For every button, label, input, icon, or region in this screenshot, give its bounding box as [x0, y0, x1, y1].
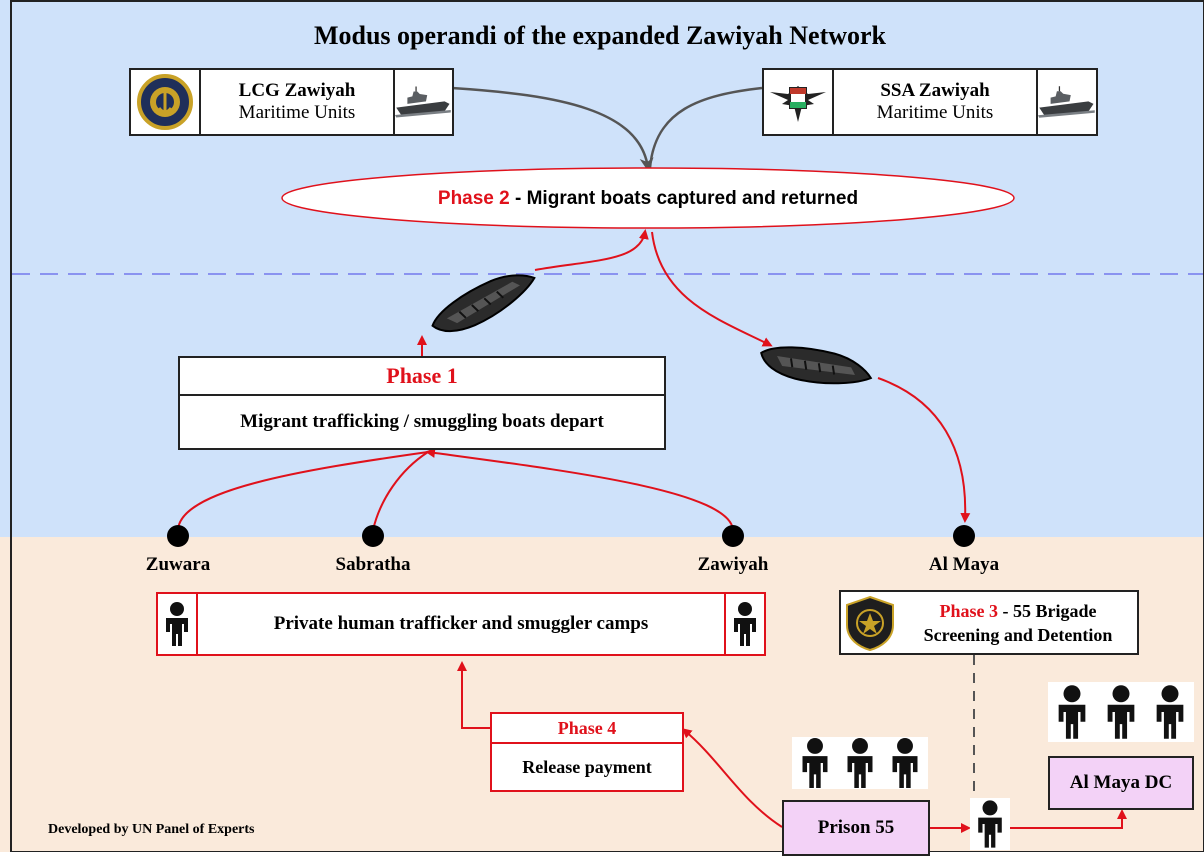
phase-3-desc: Screening and Detention — [923, 624, 1113, 645]
phase-4-name: Phase 4 — [492, 714, 682, 744]
person-icon — [1058, 685, 1086, 739]
ssa-unit-name: SSA Zawiyah — [880, 80, 990, 101]
city-label-al-maya: Al Maya — [928, 554, 1000, 575]
credit-text: Developed by UN Panel of Experts — [48, 822, 255, 837]
phase-3-title: - 55 Brigade — [1002, 600, 1097, 621]
person-icon — [1156, 685, 1183, 739]
camps-box: Private human trafficker and smuggler ca… — [156, 592, 766, 656]
city-label-zawiyah: Zawiyah — [697, 554, 769, 575]
phase-3-label: Phase 3 - 55 Brigade Screening and Deten… — [899, 592, 1137, 653]
phase-1-box: Phase 1 Migrant trafficking / smuggling … — [178, 356, 666, 450]
phase-3-name: Phase 3 — [939, 600, 999, 621]
lcg-unit-type: Maritime Units — [238, 102, 356, 123]
prison-55-box: Prison 55 — [782, 800, 930, 856]
phase-2-label: Phase 2 - Migrant boats captured and ret… — [290, 184, 1006, 214]
patrol-ship-icon — [1038, 70, 1096, 134]
brigade-55-emblem-icon — [841, 592, 899, 653]
phase-4-box: Phase 4 Release payment — [490, 712, 684, 792]
lcg-emblem-icon — [131, 70, 201, 134]
phase-1-name: Phase 1 — [180, 358, 664, 396]
al-maya-dc-box: Al Maya DC — [1048, 756, 1194, 810]
person-icon — [1107, 685, 1135, 739]
transfer-person-icon — [970, 798, 1010, 850]
phase-2-name: Phase 2 — [437, 188, 510, 209]
diagram-title: Modus operandi of the expanded Zawiyah N… — [313, 21, 887, 50]
person-icon — [724, 594, 764, 654]
ssa-unit-box: SSA Zawiyah Maritime Units — [762, 68, 1098, 136]
lcg-unit-name: LCG Zawiyah — [238, 80, 356, 101]
person-icon — [158, 594, 198, 654]
patrol-ship-icon — [395, 70, 452, 134]
phase-1-desc: Migrant trafficking / smuggling boats de… — [240, 411, 604, 432]
camps-label: Private human trafficker and smuggler ca… — [273, 613, 649, 634]
person-icon — [802, 738, 828, 788]
lcg-unit-box: LCG Zawiyah Maritime Units — [129, 68, 454, 136]
al-maya-dc-detainees — [1048, 682, 1194, 742]
person-icon — [847, 738, 873, 788]
city-label-sabratha: Sabratha — [335, 554, 411, 575]
phase-4-desc: Release payment — [522, 756, 652, 777]
lcg-unit-label: LCG Zawiyah Maritime Units — [201, 70, 395, 134]
ssa-unit-label: SSA Zawiyah Maritime Units — [834, 70, 1038, 134]
phase-2-desc: - Migrant boats captured and returned — [515, 188, 859, 209]
phase-3-box: Phase 3 - 55 Brigade Screening and Deten… — [839, 590, 1139, 655]
city-label-zuwara: Zuwara — [145, 554, 211, 575]
prison-55-detainees — [792, 737, 928, 789]
person-icon — [892, 738, 918, 788]
ssa-emblem-icon — [764, 70, 834, 134]
ssa-unit-type: Maritime Units — [876, 102, 994, 123]
